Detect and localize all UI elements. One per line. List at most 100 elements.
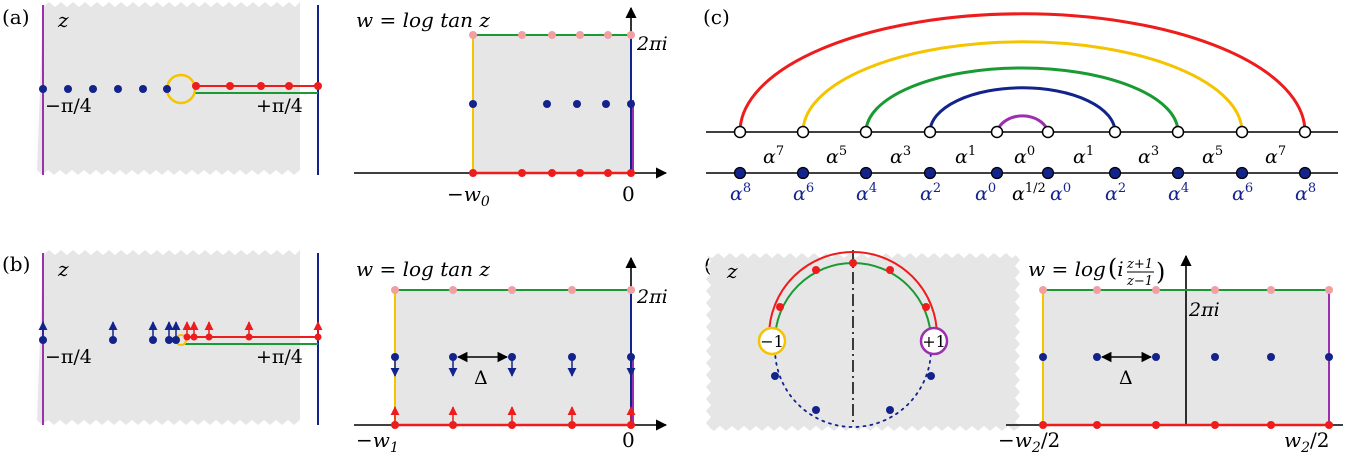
panel-c-top-label: α3 xyxy=(890,144,911,168)
panel-d-dotted-arc xyxy=(774,348,932,428)
panel-d-w-left-sub: 2 xyxy=(1031,440,1041,456)
panel-d-w-red-points xyxy=(1039,421,1333,429)
panel-c-filled-points xyxy=(733,166,1312,180)
panel-c-top-label-exp: 7 xyxy=(776,144,784,159)
panel-b-w-delta: Δ xyxy=(474,367,488,389)
panel-c-top-label-base: α xyxy=(1073,146,1086,168)
panel-c-top-label-exp: 5 xyxy=(1215,144,1223,159)
panel-d-z: z xyxy=(726,259,738,283)
panel-c-bottom-label-exp: 4 xyxy=(869,181,877,196)
panel-d-red-arc xyxy=(768,251,938,337)
panel-c-bottom-label: α1/2 xyxy=(1012,181,1046,205)
panel-c-top-label: α0 xyxy=(1014,144,1035,168)
panel-c-label: (c) xyxy=(703,5,730,29)
panel-c-bottom-label: α6 xyxy=(793,181,814,205)
panel-b-z-plane: (b) z −π/4 +π/4 xyxy=(2,250,323,425)
panel-a-w-red-points xyxy=(469,169,635,177)
panel-c-arc-green xyxy=(864,66,1180,133)
panel-d-plus-one-circle xyxy=(919,326,949,356)
panel-c-bottom-label-base: α xyxy=(793,183,806,205)
panel-c-bottom-label-exp: 0 xyxy=(988,181,996,196)
panel-d-minus-one-circle xyxy=(757,326,787,356)
panel-d-w-right-tail: /2 xyxy=(1310,428,1329,452)
panel-c-bottom-label-exp: 2 xyxy=(933,181,941,196)
panel-c-bottom-label-base: α xyxy=(1232,183,1245,205)
panel-a-z-plane: (a) z −π/4 +π/4 xyxy=(2,2,322,175)
panel-c-bottom-label: α4 xyxy=(856,181,877,205)
panel-c-bottom-label-exp: 4 xyxy=(1181,181,1189,196)
panel-d-w-left-tail: /2 xyxy=(1041,428,1060,452)
panel-c-top-label-exp: 5 xyxy=(839,144,847,159)
panel-c-top-label-base: α xyxy=(1265,146,1278,168)
panel-d-w-rparen: ) xyxy=(1156,258,1165,286)
panel-d-w-navy-points xyxy=(1039,353,1333,361)
panel-c-arc-gold xyxy=(801,40,1244,133)
panel-c-bottom-label: α2 xyxy=(1105,181,1126,205)
panel-c-top-label-exp: 3 xyxy=(1151,144,1159,159)
panel-d-w-left-label: −w2/2 xyxy=(998,428,1060,456)
panel-c-bottom-label-base: α xyxy=(1295,183,1308,205)
panel-a-w-top-label: 2πi xyxy=(636,33,668,55)
panel-c-bottom-label-exp: 8 xyxy=(743,181,751,196)
panel-c-bottom-label: α8 xyxy=(730,181,751,205)
panel-b-red-points xyxy=(183,333,322,341)
panel-d-region xyxy=(706,253,1020,431)
panel-b-w-navy-points xyxy=(391,353,635,361)
panel-c-arc-navy xyxy=(928,86,1117,133)
panel-c-top-label-exp: 0 xyxy=(1027,144,1035,159)
panel-c-bottom-label-base: α xyxy=(856,183,869,205)
panel-c-bottom-label-base: α xyxy=(920,183,933,205)
panel-c-top-label-exp: 1 xyxy=(1086,144,1094,159)
panel-b-label: (b) xyxy=(2,252,30,276)
panel-c-bottom-label: α8 xyxy=(1295,181,1316,205)
panel-d-w-left-main: −w xyxy=(998,428,1032,452)
panel-d-w-den: z−1 xyxy=(1126,274,1153,289)
panel-c-bottom-label-exp: 6 xyxy=(806,181,814,196)
panel-c-bottom-label-base: α xyxy=(1050,183,1063,205)
panel-c-bottom-label: α6 xyxy=(1232,181,1253,205)
panel-c-top-label: α5 xyxy=(1202,144,1223,168)
panel-c-top-label: α7 xyxy=(763,144,784,168)
panel-b-w-plane: Δ w = log tan z 2πi −w1 0 xyxy=(354,256,668,456)
panel-d-w-right-label: w2/2 xyxy=(1284,428,1330,456)
panel-b-w-top-label: 2πi xyxy=(636,286,668,308)
panel-c-top-label-exp: 7 xyxy=(1278,144,1286,159)
panel-b-w-origin: 0 xyxy=(622,428,635,452)
panel-d-w-top-label: 2πi xyxy=(1188,299,1220,321)
panel-a-w-plane: w = log tan z 2πi −w0 0 xyxy=(354,6,668,210)
panel-c-top-label: α1 xyxy=(1073,144,1094,168)
panel-c-top-label-base: α xyxy=(763,146,776,168)
panel-a-w-formula: w = log tan z xyxy=(356,8,490,32)
panel-d-w-formula-main: w = log xyxy=(1028,257,1106,281)
panel-d-w-formula: w = log(i xyxy=(1028,254,1124,282)
panel-c-bottom-label-exp: 6 xyxy=(1245,181,1253,196)
panel-a-z: z xyxy=(57,8,69,32)
panel-d-w-plane: Δ w = log(i z+1 z−1 ) 2πi −w2/2 w2/2 xyxy=(998,254,1343,456)
panel-c-bottom-label: α0 xyxy=(1050,181,1071,205)
panel-b-w-formula: w = log tan z xyxy=(356,257,490,281)
panel-c-top-label-exp: 1 xyxy=(968,144,976,159)
panel-d-w-lparen: ( xyxy=(1108,254,1117,282)
panel-d-w-delta: Δ xyxy=(1119,367,1133,389)
panel-b-navy-points xyxy=(39,336,180,344)
panel-c-top-label-base: α xyxy=(826,146,839,168)
panel-c-bottom-label: α0 xyxy=(975,181,996,205)
panel-c-top-label: α7 xyxy=(1265,144,1286,168)
panel-b-w-left-main: −w xyxy=(356,428,390,452)
panel-a-left-label: −π/4 xyxy=(45,95,92,117)
panel-c-arc-purple xyxy=(995,114,1050,133)
panel-a-right-label: +π/4 xyxy=(256,95,303,117)
panel-c-bottom-label-base: α xyxy=(1012,183,1025,205)
panel-c-bottom-label-base: α xyxy=(1105,183,1118,205)
panel-c-bottom-label-base: α xyxy=(1168,183,1181,205)
panel-c-bottom-label-exp: 8 xyxy=(1308,181,1316,196)
panel-d-w-formula-i: i xyxy=(1117,257,1123,281)
panel-a-w-left-label: −w0 xyxy=(447,182,490,210)
panel-a-w-navy-points xyxy=(469,100,635,108)
panel-c-top-label-base: α xyxy=(1014,146,1027,168)
panel-c-bottom-label-exp: 1/2 xyxy=(1025,181,1046,196)
panel-d-plus-one: +1 xyxy=(922,332,946,351)
